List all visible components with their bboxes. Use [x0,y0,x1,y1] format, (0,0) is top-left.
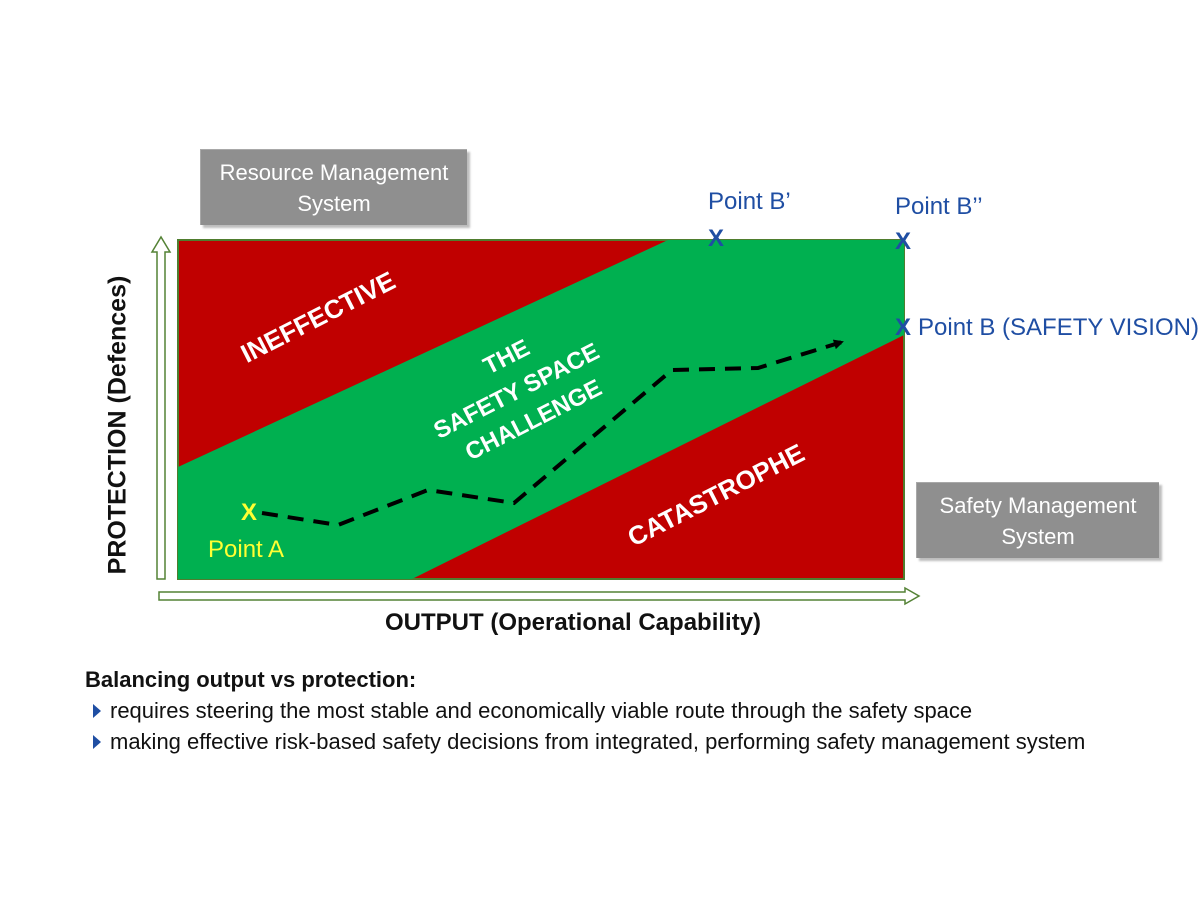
safety-management-box: Safety Management System [916,482,1159,558]
point-b-marker: X [895,314,912,341]
resource-management-line-2: System [297,190,371,216]
safety-management-line-1: Safety Management [939,492,1137,518]
notes-bullet-text: requires steering the most stable and ec… [110,698,973,723]
safety-space-band [178,240,904,579]
protection-axis-label: PROTECTION (Defences) [103,275,132,575]
protection-axis-arrow [150,235,172,580]
resource-management-box: Resource Management System [200,149,467,225]
output-axis-arrow [158,586,921,606]
bullet-triangle-icon [93,703,101,718]
point-b-prime-label: Point B’ [708,188,791,215]
notes-section: Balancing output vs protection: requires… [85,664,1085,757]
point-a-marker: X [241,499,258,526]
safety-management-line-2: System [1001,523,1075,549]
route-path [261,339,844,528]
point-a-label: Point A [208,536,285,563]
notes-bullet-text: making effective risk-based safety decis… [110,729,1086,754]
notes-bullet: making effective risk-based safety decis… [85,726,1085,757]
resource-management-line-1: Resource Management [219,159,449,185]
notes-bullet: requires steering the most stable and ec… [85,695,1085,726]
point-b-label: Point B (SAFETY VISION) [918,314,1199,341]
point-b-double-prime-marker: X [895,228,912,255]
notes-heading: Balancing output vs protection: [85,667,417,692]
output-axis-label: OUTPUT (Operational Capability) [385,609,762,636]
point-b-prime-marker: X [708,225,725,252]
point-b-double-prime-label: Point B’’ [895,193,983,220]
bullet-triangle-icon [93,734,101,749]
